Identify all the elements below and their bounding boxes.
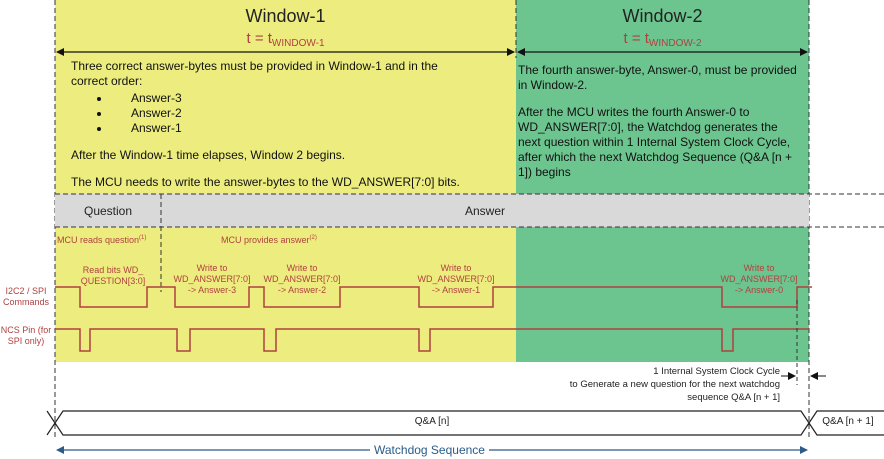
i2c-spi-waveform	[55, 286, 812, 308]
command-line: Write to	[286, 263, 318, 273]
command-read-question: Read bits WD_ QUESTION[3:0]	[77, 265, 149, 287]
window2-time: t = tWINDOW-2	[516, 30, 809, 49]
mcu-provides-ref: (2)	[309, 235, 317, 241]
answer-list-item: Answer-3	[111, 91, 471, 106]
answer-list: Answer-3 Answer-2 Answer-1	[71, 91, 471, 136]
answer-list-item: Answer-1	[111, 121, 471, 136]
qa-n1-label: Q&A [n + 1]	[822, 416, 874, 427]
qa-n1-bus	[808, 410, 884, 436]
qa-n-label: Q&A [n]	[414, 416, 450, 427]
ncs-label: NCS Pin (for SPI only)	[0, 325, 52, 346]
question-phase-label: Question	[83, 204, 133, 218]
mcu-reads-ref: (1)	[139, 235, 147, 241]
phase-band	[55, 194, 809, 227]
command-write-answer3: Write to WD_ANSWER[7:0] -> Answer-3	[171, 263, 253, 296]
clock-cycle-note: 1 Internal System Clock Cycle to Generat…	[500, 365, 780, 404]
answer-phase-label: Answer	[464, 204, 505, 218]
mcu-provides-note: MCU provides answer(2)	[221, 233, 351, 245]
qa-n-bus	[46, 410, 810, 436]
answer-list-item: Answer-2	[111, 106, 471, 121]
window1-time: t = tWINDOW-1	[55, 30, 516, 49]
window2-description: The fourth answer-byte, Answer-0, must b…	[518, 63, 803, 192]
i2c-spi-label: I2C2 / SPI Commands	[2, 286, 49, 307]
command-line: WD_ANSWER[7:0]	[720, 274, 798, 284]
window2-desc-2: After the MCU writes the fourth Answer-0…	[518, 105, 793, 179]
window2-title: Window-2	[622, 6, 703, 26]
command-line: Read bits WD_	[82, 265, 144, 275]
window2-time-prefix: t = t	[623, 30, 649, 47]
clock-note-line: 1 Internal System Clock Cycle	[653, 366, 780, 377]
command-line: Write to	[440, 263, 472, 273]
mcu-reads-note: MCU reads question(1)	[57, 233, 167, 245]
window2-desc-1: The fourth answer-byte, Answer-0, must b…	[518, 63, 797, 92]
window2-time-sub: WINDOW-2	[648, 38, 702, 49]
mcu-provides-text: MCU provides answer	[221, 235, 310, 245]
ncs-waveform	[55, 328, 809, 352]
command-line: WD_ANSWER[7:0]	[417, 274, 495, 284]
command-line: QUESTION[3:0]	[80, 276, 146, 286]
command-write-answer1: Write to WD_ANSWER[7:0] -> Answer-1	[414, 263, 498, 296]
command-line: -> Answer-1	[431, 285, 481, 295]
clock-note-line: to Generate a new question for the next …	[569, 379, 780, 390]
watchdog-sequence-label: Watchdog Sequence	[370, 443, 489, 457]
command-line: -> Answer-0	[734, 285, 784, 295]
command-line: -> Answer-3	[187, 285, 237, 295]
window1-time-sub: WINDOW-1	[271, 38, 325, 49]
command-write-answer2: Write to WD_ANSWER[7:0] -> Answer-2	[260, 263, 344, 296]
command-line: WD_ANSWER[7:0]	[263, 274, 341, 284]
window1-area	[55, 0, 516, 362]
command-line: Write to	[743, 263, 775, 273]
window1-desc-mcu: The MCU needs to write the answer-bytes …	[71, 175, 460, 189]
window1-title: Window-1	[245, 6, 326, 26]
command-line: -> Answer-2	[277, 285, 327, 295]
window1-description: Three correct answer-bytes must be provi…	[71, 59, 471, 202]
window1-time-prefix: t = t	[246, 30, 272, 47]
command-line: Write to	[196, 263, 228, 273]
clock-note-line: sequence Q&A [n + 1]	[687, 392, 780, 403]
window1-desc-intro: Three correct answer-bytes must be provi…	[71, 59, 438, 88]
command-line: WD_ANSWER[7:0]	[173, 274, 251, 284]
window1-desc-after: After the Window-1 time elapses, Window …	[71, 148, 346, 162]
window2-area	[516, 0, 809, 362]
mcu-reads-text: MCU reads question	[57, 235, 140, 245]
command-write-answer0: Write to WD_ANSWER[7:0] -> Answer-0	[717, 263, 801, 296]
